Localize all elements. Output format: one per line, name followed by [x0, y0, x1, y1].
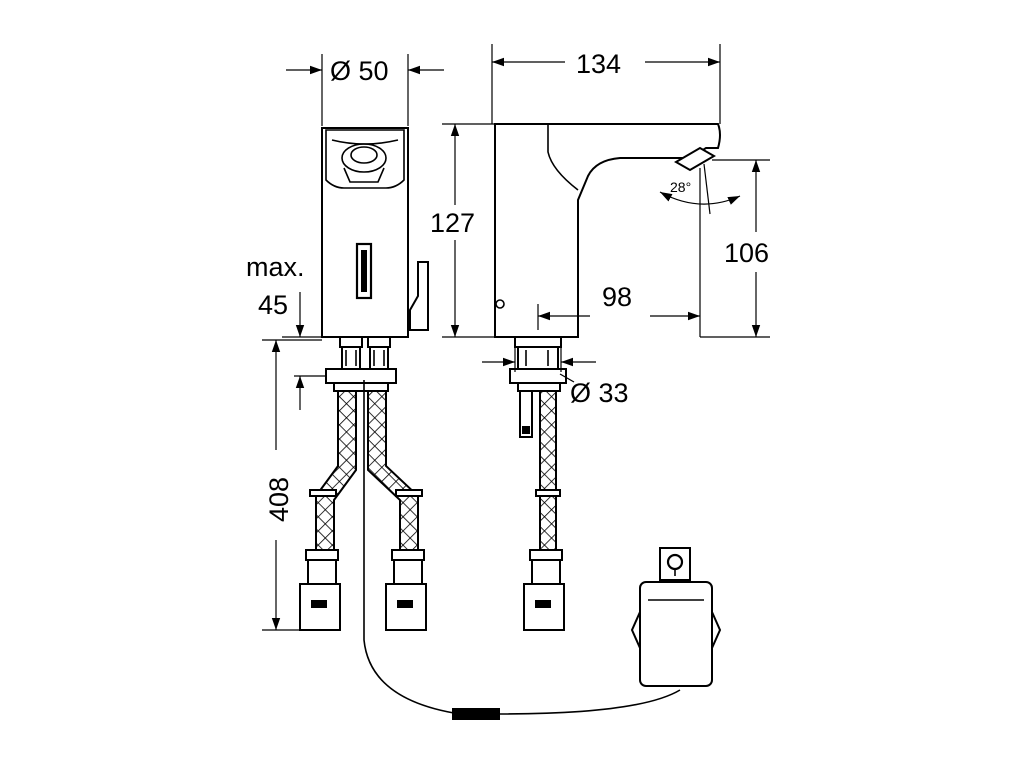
dimension-labels: Ø 50 134 127 106 98 28° max. 45 408 Ø 33	[246, 49, 769, 522]
max-label: max.	[246, 252, 305, 282]
front-view	[299, 127, 681, 720]
diameter-shank-label: Ø 33	[570, 378, 629, 408]
angle-spout-label: 28°	[670, 179, 691, 195]
max-value-label: 45	[258, 290, 288, 320]
hose-length-label: 408	[264, 477, 294, 522]
height-body-label: 127	[430, 208, 475, 238]
power-supply-box	[630, 547, 722, 687]
reach-spout-label: 98	[602, 282, 632, 312]
side-view	[494, 123, 721, 631]
diameter-top-label: Ø 50	[330, 56, 389, 86]
height-spout-label: 106	[724, 238, 769, 268]
dimension-lines	[262, 44, 770, 631]
width-total-label: 134	[576, 49, 621, 79]
